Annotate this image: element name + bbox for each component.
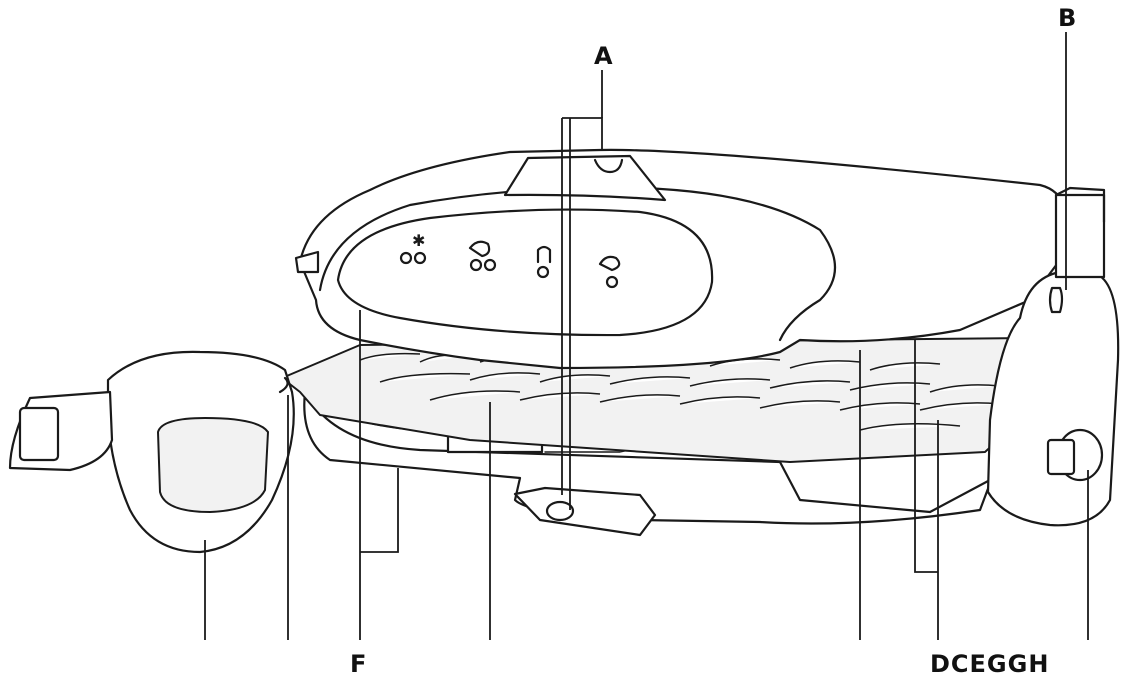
chicken-icon [598,255,621,289]
callout-label-b: B [1058,4,1077,32]
lid-panel-edge [318,186,837,342]
callout-label-a: A [594,42,613,70]
drip-cup-inner [157,417,269,513]
svg-text:✱: ✱ [412,231,425,250]
callout-label-f: F [350,650,367,678]
leader-lines [204,32,1089,640]
control-panel [336,208,714,337]
lid-side-tab [294,250,320,274]
snowflake-icon: ✱ [399,231,427,265]
lid-handle [503,154,667,202]
lid-latch [513,486,657,537]
bread-icon [536,245,552,279]
steak-icon [468,240,497,272]
hinge-post [1054,193,1106,279]
callout-label-dceggh: DCEGGH [930,650,1050,678]
